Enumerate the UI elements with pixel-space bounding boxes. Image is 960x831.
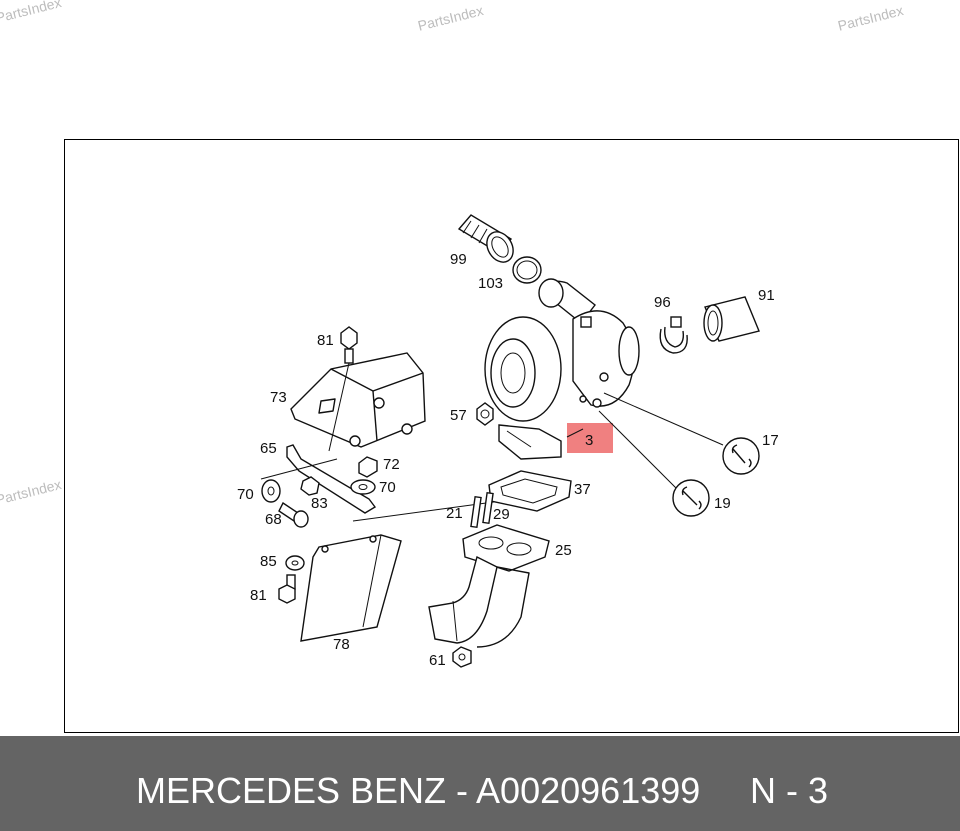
stud-21 — [470, 495, 482, 529]
callout-81-bottom: 81 — [250, 587, 267, 604]
exploded-view-drawing: 99 103 96 91 81 73 57 3 17 65 72 70 70 8… — [237, 214, 779, 669]
torque-symbol-19 — [672, 479, 710, 517]
sleeve-91 — [703, 296, 760, 342]
diagram-reference: N - 3 — [750, 770, 829, 811]
seal-ring-103 — [512, 256, 542, 284]
watermark-top-left: PartsIndex — [0, 0, 63, 26]
clamp-96 — [659, 316, 688, 354]
callout-96: 96 — [654, 294, 671, 311]
gasket-37 — [488, 470, 572, 512]
hose-99 — [457, 214, 514, 263]
callout-68: 68 — [265, 511, 282, 528]
callout-73: 73 — [270, 389, 287, 406]
watermark-top-center: PartsIndex — [416, 2, 485, 34]
nut-72 — [358, 456, 378, 478]
washer-70-right — [350, 479, 376, 495]
stud-29 — [482, 491, 494, 525]
torque-symbol-17 — [722, 437, 760, 475]
callout-17: 17 — [762, 432, 779, 449]
callout-65: 65 — [260, 440, 277, 457]
leader-3 — [566, 428, 584, 438]
callout-103: 103 — [478, 275, 503, 292]
callout-25: 25 — [555, 542, 572, 559]
shield-78 — [300, 534, 402, 642]
callout-83: 83 — [311, 495, 328, 512]
highlight-part-3 — [567, 423, 613, 453]
leader-19 — [598, 410, 678, 490]
callout-21: 21 — [446, 505, 463, 522]
bolt-81-top — [340, 326, 358, 364]
callout-78: 78 — [333, 636, 350, 653]
callout-85: 85 — [260, 553, 277, 570]
heat-shield-73 — [290, 352, 426, 452]
part-number-footer: MERCEDES BENZ - A0020961399 N - 3 — [0, 736, 960, 831]
callout-61: 61 — [429, 652, 446, 669]
callout-70-left: 70 — [237, 486, 254, 503]
bolt-68 — [278, 501, 309, 528]
turbocharger — [484, 278, 640, 460]
callout-99: 99 — [450, 251, 467, 268]
watermark-mid-left: PartsIndex — [0, 476, 63, 508]
nut-61 — [452, 646, 472, 668]
washer-70-left — [261, 479, 281, 503]
callout-37: 37 — [574, 481, 591, 498]
watermark-top-right: PartsIndex — [836, 2, 905, 34]
callout-3: 3 — [585, 432, 593, 449]
bolt-81-bottom — [278, 574, 296, 604]
parts-diagram: 99 103 96 91 81 73 57 3 17 65 72 70 70 8… — [64, 139, 959, 733]
nut-83 — [300, 476, 320, 496]
nut-57 — [476, 402, 494, 426]
callout-19: 19 — [714, 495, 731, 512]
callout-72: 72 — [383, 456, 400, 473]
exhaust-pipe-25 — [428, 524, 550, 648]
washer-85 — [285, 555, 305, 571]
callout-57: 57 — [450, 407, 467, 424]
part-title: MERCEDES BENZ - A0020961399 — [136, 770, 701, 811]
leader-17 — [603, 392, 724, 446]
callout-70-right: 70 — [379, 479, 396, 496]
callout-81-top: 81 — [317, 332, 334, 349]
callout-91: 91 — [758, 287, 775, 304]
callout-29: 29 — [493, 506, 510, 523]
